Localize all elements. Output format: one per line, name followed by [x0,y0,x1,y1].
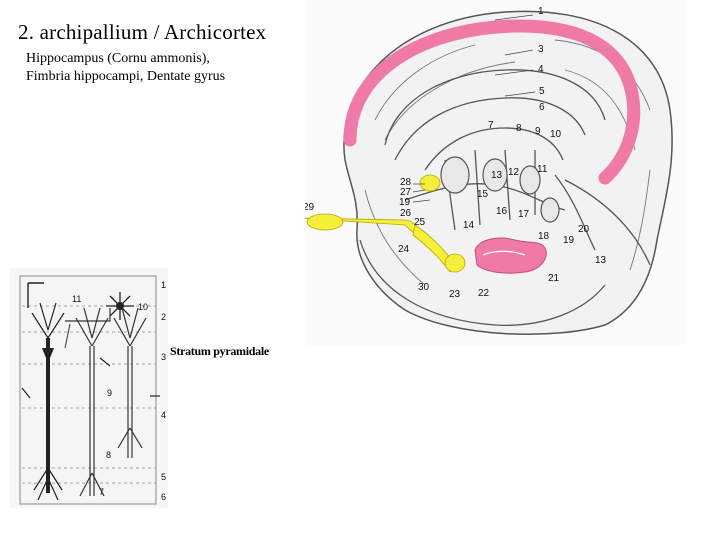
hippocampus-highlight [474,237,547,274]
brain-callout-15: 15 [477,189,489,200]
brain-callout-23: 23 [449,289,461,300]
brain-callout-8: 8 [516,123,522,134]
layer-number-2: 2 [161,312,166,322]
brain-callout-3: 3 [538,44,544,55]
brain-callout-25: 25 [414,217,426,228]
brain-callout-24: 24 [398,244,410,255]
brain-callout-12: 12 [508,167,520,178]
brain-callout-27: 27 [400,187,412,198]
brain-callouts: 1 3 4 5 6 7 8 9 10 11 12 13 13 14 15 16 … [305,6,607,300]
cell-label-8: 8 [106,450,111,460]
brain-callout-26: 26 [400,208,412,219]
brain-callout-29: 29 [305,202,315,213]
brain-callout-9: 9 [535,126,541,137]
brain-callout-6: 6 [539,102,545,113]
cell-label-9: 9 [107,388,112,398]
brain-callout-28: 28 [400,177,412,188]
brain-callout-10: 10 [550,129,562,140]
cell-label-7: 7 [99,487,104,497]
cell-label-10: 10 [138,302,148,312]
brain-callout-16: 16 [496,206,508,217]
brain-callout-11: 11 [537,164,548,175]
subtitle-line-1: Hippocampus (Cornu ammonis), [26,51,210,66]
brain-callout-1: 1 [538,6,544,17]
brain-callout-18: 18 [538,231,550,242]
brain-callout-7: 7 [488,120,494,131]
brain-callout-13b: 13 [595,255,607,266]
layer-number-4: 4 [161,410,166,420]
brain-callout-21: 21 [548,273,560,284]
brain-callout-4: 4 [538,64,544,75]
layer-number-5: 5 [161,472,166,482]
brain-callout-20: 20 [578,224,590,235]
cell-label-11: 11 [72,294,81,304]
layer-number-3: 3 [161,352,166,362]
layer-number-6: 6 [161,492,166,502]
subtitle-line-2: Fimbria hippocampi, Dentate gyrus [26,69,226,84]
brain-callout-22: 22 [478,288,490,299]
slide-title: 2. archipallium / Archicortex [18,20,267,44]
brain-callout-17: 17 [518,209,530,220]
brain-callout-5: 5 [539,86,545,97]
cingulate-highlight [343,19,641,185]
slide-subtitle: Hippocampus (Cornu ammonis), Fimbria hip… [26,50,225,86]
stratum-pyramidale-label: Stratum pyramidale [170,344,269,358]
brain-callout-14: 14 [463,220,475,231]
yellow-fornix-arc [412,224,454,273]
cortex-layers-figure: 1 2 3 4 5 6 7 8 9 10 11 [10,268,168,508]
yellow-mammillary [444,253,466,273]
brain-section-figure: 1 3 4 5 6 7 8 9 10 11 12 13 13 14 15 16 … [305,0,685,345]
brain-callout-30: 30 [418,282,430,293]
brain-callout-19: 19 [563,235,575,246]
brain-callout-13: 13 [491,170,503,181]
brain-callout-19b: 19 [399,197,411,208]
layer-number-1: 1 [161,280,166,290]
yellow-nucleus-upper [419,174,441,192]
